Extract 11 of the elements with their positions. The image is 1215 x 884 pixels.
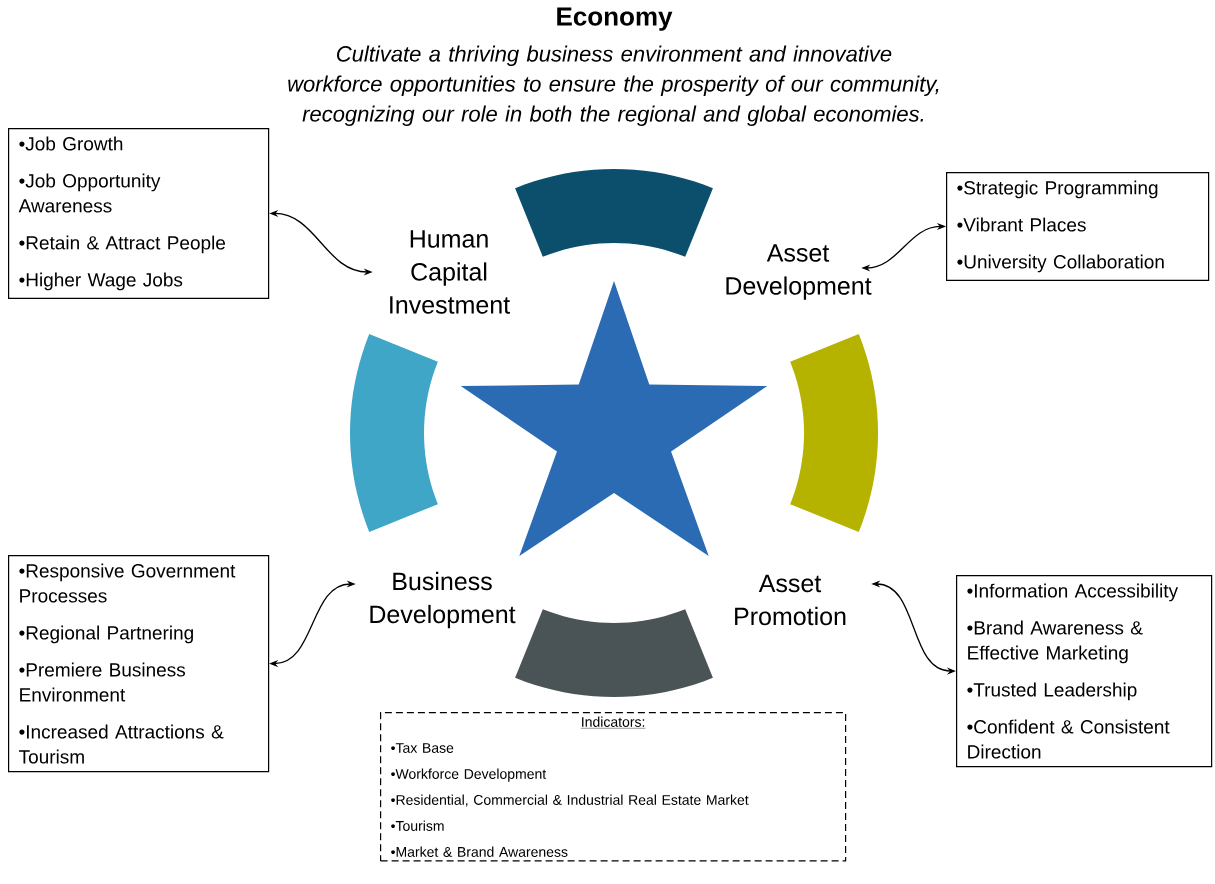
indicator-box: Indicators: •Tax Base •Workforce Development •Residential, Commercial & Industrial Real Estate Market •Tourism •Market & Brand Awareness bbox=[380, 712, 847, 862]
area-label: Human Capital Investment bbox=[390, 230, 510, 314]
area-label: Business Development bbox=[370, 571, 516, 629]
area-label: Asset Promotion bbox=[735, 574, 846, 626]
list-box: •Information Accessibility •Brand Awareness & Effective Marketing •Trusted Leadership •Confident & Consistent Direction bbox=[956, 575, 1213, 768]
list-box: •Responsive Government Processes •Regional Partnering •Premiere Business Environment •Increased Attractions & Tourism bbox=[8, 555, 270, 773]
list-box: •Strategic Programming •Vibrant Places •University Collaboration bbox=[946, 172, 1210, 281]
title: Economy bbox=[557, 7, 673, 31]
area-label: Asset Development bbox=[726, 244, 872, 300]
subtitle: Cultivate a thriving business environment and innovative workforce opportunities to ensure the prosperity of our community, recognizing our role in both the regional and global economies. bbox=[288, 45, 939, 127]
list-box: •Job Growth •Job Opportunity Awareness •Retain & Attract People •Higher Wage Jobs bbox=[8, 128, 270, 299]
